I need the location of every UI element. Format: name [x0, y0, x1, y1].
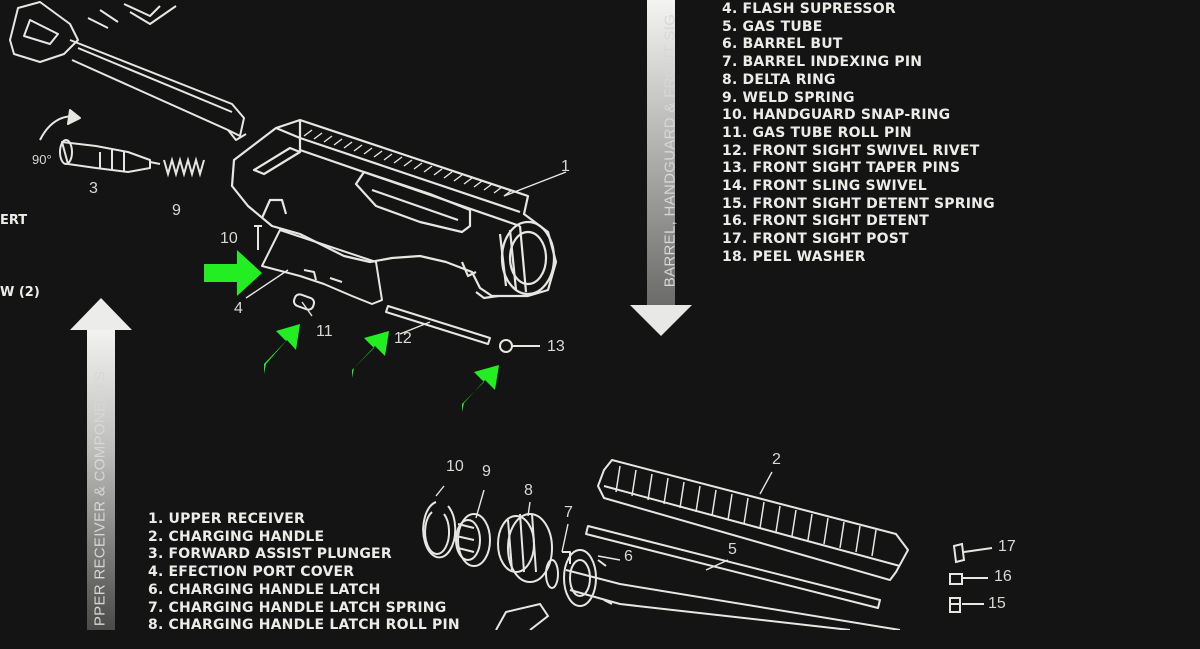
- parts-list-item: 6. BARREL BUT: [722, 36, 843, 53]
- callout-number: 11: [316, 323, 333, 340]
- green-marker-arrow: [462, 365, 499, 412]
- handguard-drawing: [597, 459, 909, 581]
- callout-number: 4: [234, 300, 243, 317]
- callout-number: 9: [172, 202, 181, 219]
- parts-list-item: 6. CHARGING HANDLE LATCH: [148, 581, 381, 598]
- cutoff-text: ERT: [0, 213, 28, 228]
- weld-spring-drawing: [455, 513, 491, 567]
- callout-number: 3: [89, 180, 98, 197]
- exploded-parts-diagram: [9, 0, 993, 630]
- parts-list-item: 5. GAS TUBE: [722, 18, 823, 35]
- callout-number: 7: [564, 504, 573, 521]
- parts-list-item: 12. FRONT SIGHT SWIVEL RIVET: [722, 142, 980, 159]
- callout-number: 16: [994, 568, 1012, 585]
- callout-number: 10: [446, 458, 464, 475]
- callout-number: 17: [998, 538, 1016, 555]
- barrel-parts-list: 4. FLASH SUPRESSOR 5. GAS TUBE 6. BARREL…: [722, 1, 995, 267]
- parts-list-item: 4. FLASH SUPRESSOR: [722, 1, 896, 17]
- parts-list-item: 11. GAS TUBE ROLL PIN: [722, 124, 912, 141]
- upper-section-label: PPER RECEIVER & COMPONENTS: [91, 370, 109, 627]
- upper-section-direction-arrow: [70, 298, 132, 630]
- green-marker-arrow: [204, 250, 262, 296]
- spring-9-drawing: [163, 156, 205, 178]
- callout-number: 13: [547, 338, 565, 355]
- parts-list-item: 1. UPPER RECEIVER: [148, 511, 306, 527]
- receiver-rail-hatch: [303, 129, 513, 197]
- ejection-port-cover-drawing: [254, 225, 540, 353]
- parts-list-item: 3. FORWARD ASSIST PLUNGER: [148, 546, 392, 563]
- lower-misc-drawing: [495, 602, 550, 630]
- parts-list-item: 15. FRONT SIGHT DETENT SPRING: [722, 195, 995, 212]
- parts-list-item: 14. FRONT SLING SWIVEL: [722, 178, 927, 195]
- parts-list-item: 2. CHARGING HANDLE: [148, 528, 325, 545]
- parts-list-item: 4. EFECTION PORT COVER: [148, 564, 355, 581]
- callout-number: 5: [728, 541, 737, 558]
- handguard-ribs: [615, 465, 877, 557]
- green-marker-arrow: [352, 331, 389, 378]
- parts-list-item: 8. CHARGING HANDLE LATCH ROLL PIN: [148, 617, 460, 634]
- charging-handle-drawing: [9, 1, 247, 141]
- callout-leaders: [245, 171, 773, 571]
- parts-list-item: 7. CHARGING HANDLE LATCH SPRING: [148, 599, 447, 616]
- callout-number: 15: [988, 595, 1006, 612]
- callout-number: 8: [524, 482, 533, 499]
- parts-list-item: 10. HANDGUARD SNAP-RING: [722, 107, 951, 124]
- parts-list-item: 8. DELTA RING: [722, 71, 836, 88]
- delta-ring-drawing: [497, 513, 553, 583]
- callout-number: 9: [482, 463, 491, 480]
- callout-number: 10: [220, 230, 238, 247]
- callout-number: 6: [624, 548, 633, 565]
- gas-tube-and-barrel-drawing: [545, 525, 901, 630]
- parts-list-item: 16. FRONT SIGHT DETENT: [722, 213, 929, 230]
- parts-list-item: 7. BARREL INDEXING PIN: [722, 54, 923, 71]
- upper-receiver-parts-list: 1. UPPER RECEIVER 2. CHARGING HANDLE 3. …: [148, 511, 460, 635]
- parts-list-item: 13. FRONT SIGHT TAPER PINS: [722, 160, 961, 177]
- callout-number: 2: [772, 451, 781, 468]
- callout-number: 12: [394, 330, 412, 347]
- rotation-label: 90°: [32, 152, 52, 167]
- green-marker-arrow: [264, 324, 300, 374]
- barrel-section-label: BARREL, HANDGUARD & FRONT SIG: [661, 13, 679, 288]
- barrel-section-direction-arrow: [630, 0, 692, 336]
- cutoff-text: W (2): [0, 285, 40, 300]
- parts-list-item: 9. WELD SPRING: [722, 89, 855, 106]
- snap-ring-drawing: [422, 501, 457, 559]
- parts-list-item: 18. PEEL WASHER: [722, 248, 866, 265]
- upper-receiver-drawing: [230, 118, 558, 300]
- forward-assist-drawing: [39, 109, 161, 173]
- callout-number: 1: [561, 158, 570, 175]
- parts-list-item: 17. FRONT SIGHT POST: [722, 231, 909, 248]
- front-sight-parts-drawing: [949, 542, 993, 613]
